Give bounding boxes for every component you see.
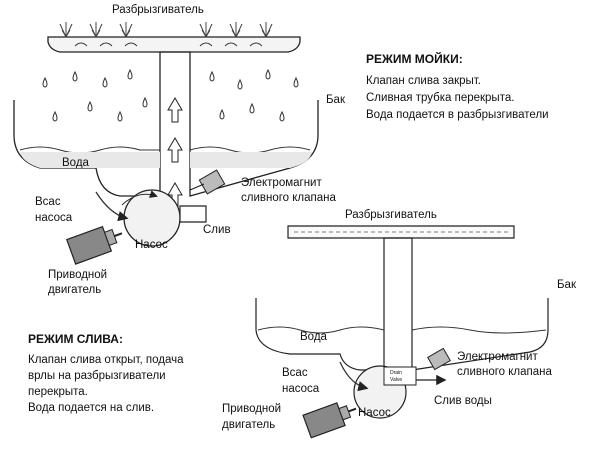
drain-mode-line-4: Вода подается на слив. — [28, 402, 154, 414]
water-label-top: Вода — [62, 157, 90, 169]
pump — [123, 189, 181, 247]
drain-mode-line-3: перекрыта. — [28, 386, 88, 398]
spray-jets — [59, 22, 273, 39]
drain-mode-diagram: Drain Valve — [255, 225, 549, 439]
wash-mode-title: РЕЖИМ МОЙКИ: — [366, 51, 463, 66]
motor-label-bottom-2: двигатель — [222, 419, 275, 431]
sprayer-label-bottom: Разбрызгиватель — [345, 209, 437, 221]
drain-mode-line-2: врлы на разбрызгиватели — [28, 370, 166, 382]
motor-label-bottom-1: Приводной — [222, 403, 281, 415]
solenoid-label-top-2: сливного клапана — [241, 192, 337, 204]
motor-label-top-2: двигатель — [48, 284, 101, 296]
pump-intake-label-bottom-2: насоса — [282, 383, 320, 395]
solenoid-label-bottom-1: Электромагнит — [457, 351, 538, 363]
solenoid-label-bottom-2: сливного клапана — [457, 366, 553, 378]
drain-valve-label-1: Drain — [390, 370, 402, 376]
tank-outline-2 — [255, 237, 549, 371]
drain-valve-label-2: Valve — [390, 377, 402, 383]
drain-mode-title: РЕЖИМ СЛИВА: — [28, 332, 123, 346]
drain-water-label-bottom: Слив воды — [434, 395, 492, 407]
water-label-bottom: Вода — [300, 331, 328, 343]
tank-label-top: Бак — [326, 94, 346, 106]
pump-label-top: Насос — [135, 239, 168, 251]
pump-intake-label-top-2: насоса — [35, 212, 73, 224]
wash-mode-line-2: Сливная трубка перекрыта. — [366, 92, 514, 104]
solenoid-valve — [198, 169, 226, 195]
wash-mode-line-1: Клапан слива закрыт. — [366, 75, 481, 87]
sprayer-label-top: Разбрызгиватель — [112, 4, 204, 16]
drain-mode-line-1: Клапан слива открыт, подача — [28, 354, 184, 366]
pump-intake-label-bottom-1: Всас — [282, 367, 308, 379]
wash-mode-diagram — [13, 22, 319, 265]
tank-outline — [13, 51, 319, 197]
solenoid-label-top-1: Электромагнит — [241, 177, 322, 189]
pump-label-bottom: Насос — [358, 407, 391, 419]
drive-motor — [65, 225, 123, 265]
wash-mode-line-3: Вода подается в разбрызгиватели — [366, 109, 549, 121]
flow-arrows-up — [167, 97, 183, 208]
pump-intake-label-top-1: Всас — [35, 196, 61, 208]
drive-motor-2 — [302, 402, 357, 439]
drain-pipe — [179, 205, 207, 223]
water-drops — [42, 68, 299, 122]
solenoid-valve-2 — [427, 347, 451, 371]
tank-label-bottom: Бак — [557, 279, 577, 291]
sprayer-arm — [47, 36, 301, 53]
drain-label-top: Слив — [203, 224, 231, 236]
drain-valve — [383, 366, 417, 386]
motor-label-top-1: Приводной — [48, 269, 107, 281]
